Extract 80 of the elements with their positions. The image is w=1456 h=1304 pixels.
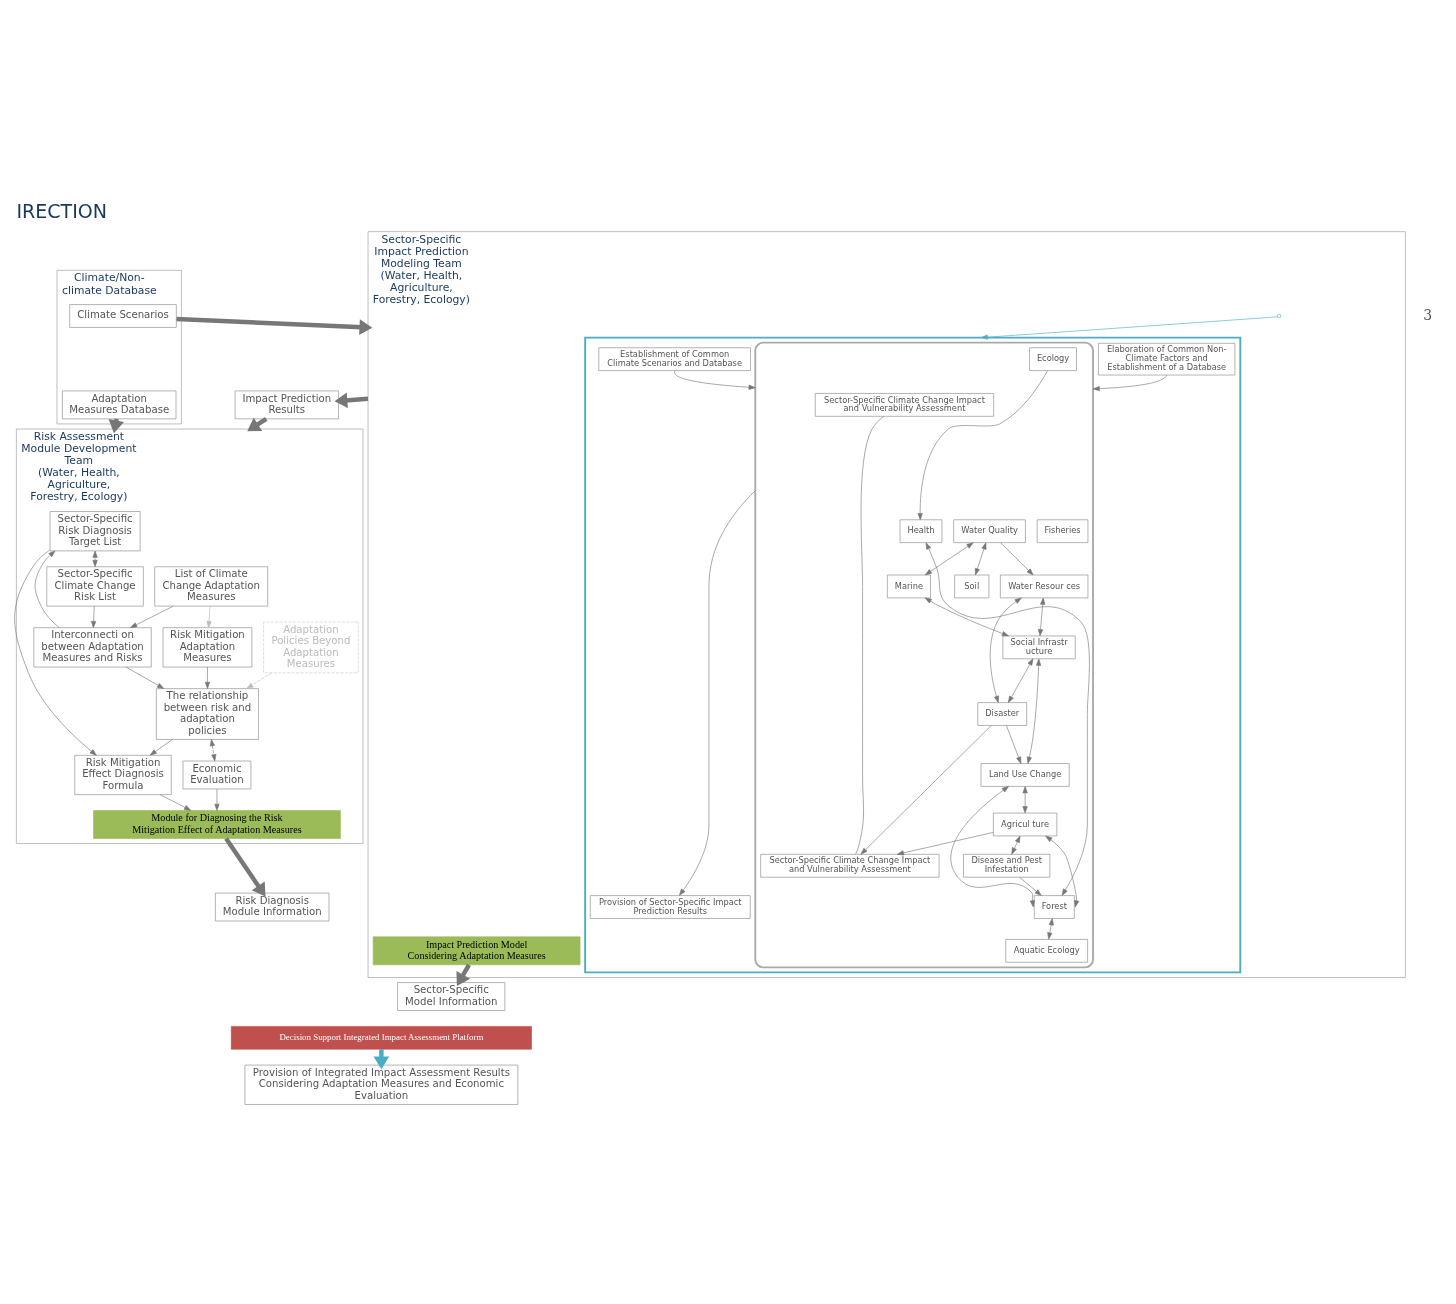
node-box: Sector-Specific Climate Change Impact and Vulnerability Assessment [814,392,994,417]
node-box: Economic Evaluation [182,760,252,789]
arrow [1011,835,1021,855]
arrow [989,597,1022,703]
arrow [91,605,97,628]
node-box: Health [899,518,943,543]
arrow [125,666,165,689]
node-box: Provision of Integrated Impact Assessment Results Considering Adaptation Measures and Economic Evaluation [244,1064,519,1105]
arrow [917,369,1048,520]
arrow [14,549,97,756]
arrow [204,666,210,689]
node-box: Impact Prediction Results [234,390,339,419]
connector [855,415,885,854]
node-box: Sector-Specific Model Information [397,981,506,1011]
arrow [950,785,1035,907]
arrow [925,541,1090,896]
node-box: Aquatic Ecology [1005,938,1088,963]
node-box: Water Resour ces [1000,574,1089,598]
node-box: Land Use Change [980,762,1070,787]
arrow [92,550,98,567]
node-box: Forest [1034,894,1075,919]
node-box: The relationship between risk and adaptation policies [156,687,259,740]
node-box: Sector-Specific Climate Change Risk List [46,565,144,606]
arrow [1047,917,1054,939]
arrow [1008,658,1034,703]
node-box: Water Quality [953,518,1026,543]
arrow [674,370,756,390]
arrow [1019,876,1042,896]
arrow [1026,658,1042,764]
node-box: List of Climate Change Adaptation Measures [154,565,269,606]
arrow [214,788,220,811]
node-box: Soil [954,574,990,598]
node-box: Impact Prediction Model Considering Adaptation Measures [372,936,581,965]
arrow [209,738,217,761]
label: 3 [1423,306,1433,323]
arrow [246,672,272,689]
node-box: Ecology [1029,346,1077,371]
node-box: Social Infrastr ucture [1002,635,1076,659]
arrow [860,724,992,854]
node-box: Risk Mitigation Adaptation Measures [162,626,253,667]
arrow [159,793,192,811]
arrow [679,489,756,896]
node-box: Provision of Sector-Specific Impact Prediction Results [589,894,751,919]
arrow [130,605,174,628]
arrow [924,541,974,575]
arrow [34,550,60,628]
arrow [224,836,266,896]
node-box: Disease and Pest Infestation [963,853,1051,877]
node-box: Fisheries [1036,518,1089,543]
arrow [974,541,987,575]
arrow [896,831,994,855]
node-box: Risk Mitigation Effect Diagnosis Formula [74,754,172,795]
arrow [924,597,1009,636]
cluster [754,341,1094,968]
node-box: Marine [887,574,931,598]
arrow [1022,785,1028,813]
arrow [149,738,173,755]
node-box: Sector-Specific Climate Change Impact and Vulnerability Assessment [760,853,940,877]
node-box: Establishment of Common Climate Scenarios and Database [598,346,751,371]
node-box: Interconnecti on between Adaptation Measures and Risks [33,626,152,667]
node-box: Adaptation Policies Beyond Adaptation Measures [263,621,359,673]
arrow [1092,374,1167,391]
diagram-title: IRECTION [16,199,108,222]
node-box: Sector-Specific Risk Diagnosis Target List [49,510,141,551]
node-box: Module for Diagnosing the Risk Mitigation Effect of Adaptation Measures [93,809,341,839]
node-box: Elaboration of Common Non-Climate Factors and Establishment of a Database [1098,342,1236,375]
arrow [1045,835,1080,907]
node-box: Decision Support Integrated Impact Assessment Platform [230,1025,532,1050]
node-box: Risk Diagnosis Module Information [215,892,330,921]
node-box: Adaptation Measures Database [62,390,177,419]
arrow [1000,541,1034,575]
arrow [1006,724,1022,764]
arrow [980,316,1278,340]
node-box: Agricul ture [993,812,1058,836]
node-box: Climate Scenarios [69,303,177,328]
arrow [334,391,369,408]
arrow [206,605,212,628]
arrow [1038,597,1046,636]
arrow [176,316,373,335]
node-box: Disaster [977,701,1027,726]
